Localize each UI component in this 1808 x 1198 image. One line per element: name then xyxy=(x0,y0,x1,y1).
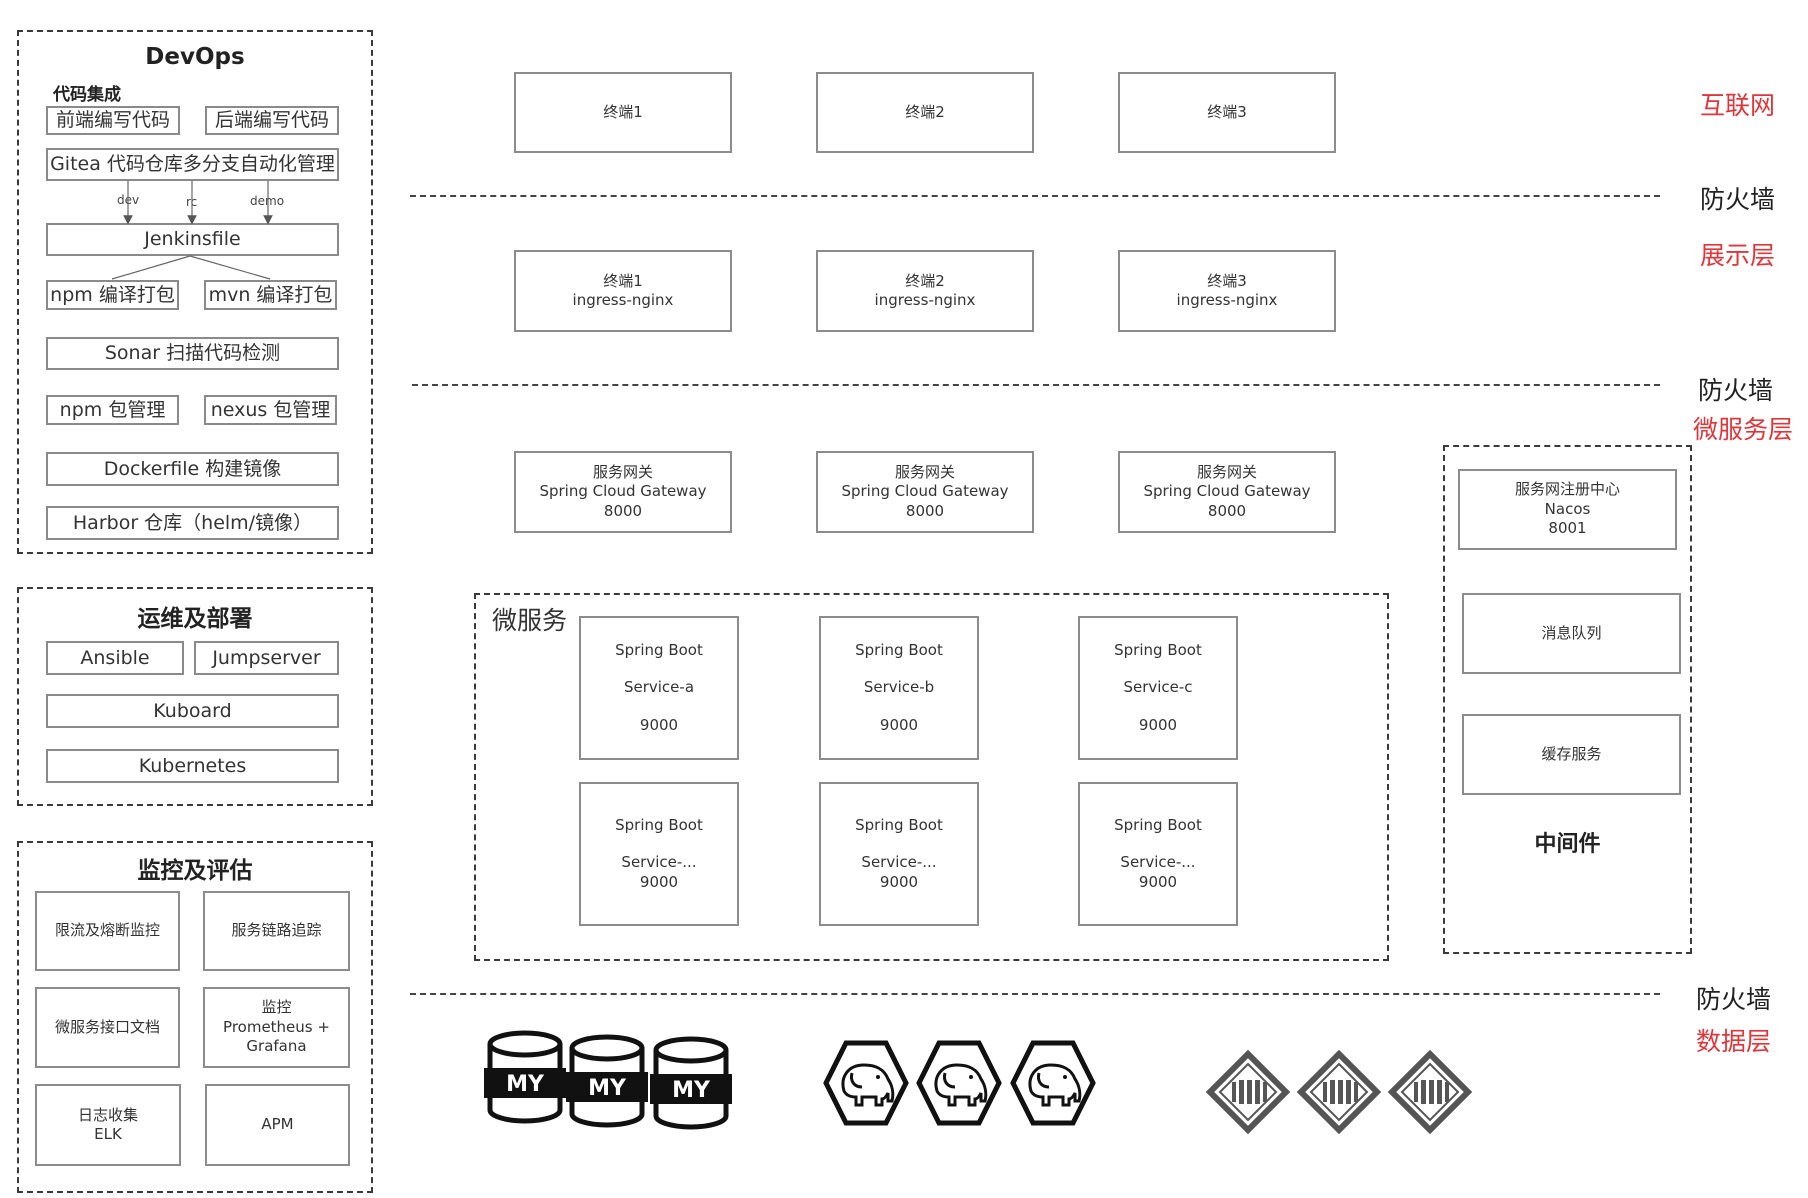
storage-gateway-icon xyxy=(1388,1050,1472,1134)
message-queue-box[interactable]: 消息队列 xyxy=(1462,593,1681,674)
monitor-title: 监控及评估 xyxy=(137,858,253,884)
kuboard-box[interactable]: Kuboard xyxy=(46,694,339,728)
devops-connectors xyxy=(111,181,273,280)
storage-gateway-icon xyxy=(1297,1050,1381,1134)
frontend-code-box[interactable]: 前端编写代码 xyxy=(46,106,180,135)
firewall-line-2 xyxy=(412,384,1660,386)
hadoop-elephant-icon xyxy=(1010,1040,1096,1126)
svg-text:MY: MY xyxy=(588,1076,627,1101)
microservice-title: 微服务 xyxy=(492,606,568,635)
trace-box[interactable]: 服务链路追踪 xyxy=(203,891,350,971)
api-docs-box[interactable]: 微服务接口文档 xyxy=(35,987,180,1068)
prometheus-box[interactable]: 监控 Prometheus + Grafana xyxy=(203,987,350,1068)
mysql-icon: MY xyxy=(566,1034,648,1128)
devops-title: DevOps xyxy=(145,44,245,70)
firewall-label-1: 防火墙 xyxy=(1700,185,1776,214)
npm-build-box[interactable]: npm 编译打包 xyxy=(46,280,179,310)
nexus-pkg-box[interactable]: nexus 包管理 xyxy=(204,395,337,425)
service-a-box[interactable]: Spring Boot Service-a 9000 xyxy=(579,616,739,760)
gateway-2[interactable]: 服务网关 Spring Cloud Gateway 8000 xyxy=(816,451,1034,533)
ingress-2[interactable]: 终端2 ingress-nginx xyxy=(816,250,1034,332)
microservice-panel: 微服务 xyxy=(474,593,1389,961)
hadoop-elephant-icon xyxy=(823,1040,909,1126)
storage-gateway-icon xyxy=(1206,1050,1290,1134)
gateway-3[interactable]: 服务网关 Spring Cloud Gateway 8000 xyxy=(1118,451,1336,533)
layer-label-data: 数据层 xyxy=(1696,1027,1772,1056)
terminal-1[interactable]: 终端1 xyxy=(514,72,732,153)
terminal-3[interactable]: 终端3 xyxy=(1118,72,1336,153)
service-b-box[interactable]: Spring Boot Service-b 9000 xyxy=(819,616,979,760)
mysql-icon: MY xyxy=(484,1030,566,1124)
jumpserver-box[interactable]: Jumpserver xyxy=(194,641,339,675)
backend-code-box[interactable]: 后端编写代码 xyxy=(205,106,339,135)
firewall-label-3: 防火墙 xyxy=(1696,985,1772,1014)
branch-demo-label: demo xyxy=(250,194,285,208)
mvn-build-box[interactable]: mvn 编译打包 xyxy=(204,280,337,310)
sonar-box[interactable]: Sonar 扫描代码检测 xyxy=(46,337,339,370)
service-more-2-box[interactable]: Spring Boot Service-... 9000 xyxy=(819,782,979,926)
cache-service-box[interactable]: 缓存服务 xyxy=(1462,714,1681,795)
svg-text:MY: MY xyxy=(672,1078,711,1103)
gateway-1[interactable]: 服务网关 Spring Cloud Gateway 8000 xyxy=(514,451,732,533)
firewall-line-1 xyxy=(410,195,1660,197)
gitea-box[interactable]: Gitea 代码仓库多分支自动化管理 xyxy=(46,148,339,181)
firewall-line-3 xyxy=(410,993,1660,995)
layer-label-display: 展示层 xyxy=(1700,241,1776,270)
nacos-box[interactable]: 服务网注册中心 Nacos 8001 xyxy=(1458,469,1677,550)
middleware-panel xyxy=(1443,445,1692,954)
middleware-title: 中间件 xyxy=(1534,832,1601,857)
kubernetes-box[interactable]: Kubernetes xyxy=(46,749,339,783)
hadoop-elephant-icon xyxy=(916,1040,1002,1126)
devops-panel: DevOps 代码集成 xyxy=(17,30,373,554)
mysql-icon: MY xyxy=(650,1036,732,1130)
firewall-label-2: 防火墙 xyxy=(1698,376,1774,405)
jenkinsfile-box[interactable]: Jenkinsfile xyxy=(46,223,339,256)
layer-label-internet: 互联网 xyxy=(1700,91,1776,120)
devops-section-label: 代码集成 xyxy=(53,85,121,105)
dockerfile-box[interactable]: Dockerfile 构建镜像 xyxy=(46,452,339,486)
service-more-3-box[interactable]: Spring Boot Service-... 9000 xyxy=(1078,782,1238,926)
npm-pkg-box[interactable]: npm 包管理 xyxy=(46,395,179,425)
ansible-box[interactable]: Ansible xyxy=(46,641,184,675)
service-more-1-box[interactable]: Spring Boot Service-... 9000 xyxy=(579,782,739,926)
svg-text:MY: MY xyxy=(506,1072,545,1097)
ops-panel: 运维及部署 xyxy=(17,587,373,806)
terminal-2[interactable]: 终端2 xyxy=(816,72,1034,153)
monitor-panel: 监控及评估 xyxy=(17,841,373,1193)
ops-title: 运维及部署 xyxy=(137,606,253,632)
ingress-3[interactable]: 终端3 ingress-nginx xyxy=(1118,250,1336,332)
layer-label-microservice: 微服务层 xyxy=(1693,415,1794,444)
ingress-1[interactable]: 终端1 ingress-nginx xyxy=(514,250,732,332)
service-c-box[interactable]: Spring Boot Service-c 9000 xyxy=(1078,616,1238,760)
harbor-box[interactable]: Harbor 仓库（helm/镜像） xyxy=(46,506,339,540)
elk-box[interactable]: 日志收集 ELK xyxy=(35,1084,181,1166)
apm-box[interactable]: APM xyxy=(205,1084,350,1166)
rate-limit-monitor-box[interactable]: 限流及熔断监控 xyxy=(35,891,180,971)
